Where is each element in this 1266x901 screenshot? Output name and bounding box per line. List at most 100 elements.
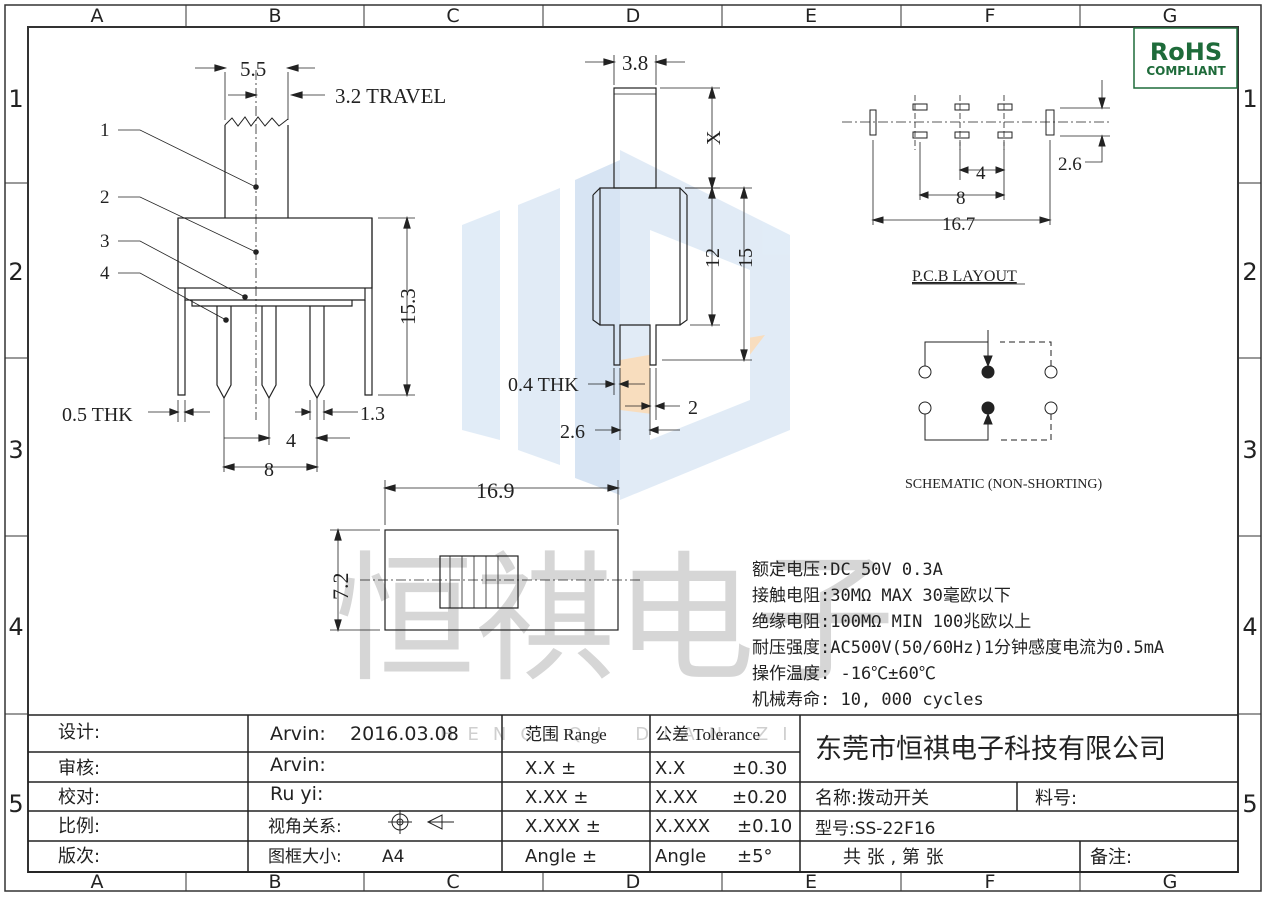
rohs-badge: RoHS COMPLIANT (1133, 27, 1238, 89)
column-label-A-top: A (91, 5, 104, 27)
side-view (118, 64, 415, 472)
svg-text:Arvin:: Arvin: (270, 723, 326, 745)
spec-line: 接触电阻:30MΩ MAX 30毫欧以下 (752, 586, 1011, 606)
spec-line: 机械寿命: 10, 000 cycles (752, 690, 984, 710)
svg-text:3: 3 (100, 231, 110, 252)
svg-text:范围 Range: 范围 Range (525, 725, 607, 744)
svg-text:共 张 , 第 张: 共 张 , 第 张 (843, 847, 944, 868)
svg-text:X.XXX ±: X.XXX ± (525, 816, 601, 837)
svg-text:料号:: 料号: (1035, 788, 1077, 809)
svg-text:HENG QI DIAN ZI: HENG QI DIAN ZI (440, 724, 802, 745)
projection-symbol (388, 810, 454, 834)
column-label-D-bottom: D (626, 871, 641, 893)
column-label-E-bottom: E (805, 871, 817, 893)
svg-text:1: 1 (100, 120, 110, 141)
schematic-title: SCHEMATIC (NON-SHORTING) (905, 477, 1102, 492)
svg-text:X.XX ±: X.XX ± (525, 787, 589, 808)
column-label-G-top: G (1163, 5, 1178, 27)
svg-text:东莞市恒祺电子科技有限公司: 东莞市恒祺电子科技有限公司 (815, 734, 1166, 765)
row-label-1-left: 1 (8, 85, 23, 113)
column-label-B-bottom: B (268, 871, 281, 893)
column-label-E-top: E (805, 5, 817, 27)
row-label-3-right: 3 (1242, 436, 1257, 464)
svg-text:2: 2 (100, 187, 110, 208)
spec-line: 操作温度: -16℃±60℃ (752, 664, 936, 684)
svg-text:±0.30: ±0.30 (732, 758, 787, 779)
svg-text:名称:拨动开关: 名称:拨动开关 (815, 788, 929, 809)
svg-text:备注:: 备注: (1090, 847, 1132, 868)
row-label-4-right: 4 (1242, 613, 1257, 641)
column-label-C-bottom: C (446, 871, 459, 893)
svg-text:A4: A4 (382, 847, 404, 867)
svg-text:2.6: 2.6 (1058, 154, 1082, 175)
svg-text:公差 Tolerance: 公差 Tolerance (655, 725, 760, 744)
svg-text:16.9: 16.9 (476, 478, 515, 503)
svg-text:X.X: X.X (655, 758, 685, 779)
svg-text:版次:: 版次: (58, 846, 100, 867)
column-label-C-top: C (446, 5, 459, 27)
spec-line: 耐压强度:AC500V(50/60Hz)1分钟感度电流为0.5mA (752, 638, 1164, 658)
svg-text:4: 4 (100, 263, 110, 284)
row-label-1-right: 1 (1242, 85, 1257, 113)
column-label-A-bottom: A (91, 871, 104, 893)
column-label-F-top: F (985, 5, 996, 27)
schematic (918, 330, 1058, 441)
svg-text:12: 12 (702, 248, 724, 268)
svg-text:Arvin:: Arvin: (270, 754, 326, 776)
svg-text:型号:SS-22F16: 型号:SS-22F16 (815, 819, 936, 839)
row-label-5-left: 5 (8, 790, 23, 818)
svg-text:8: 8 (956, 188, 966, 209)
svg-text:4: 4 (976, 163, 986, 184)
row-label-2-left: 2 (8, 258, 23, 286)
svg-text:1.3: 1.3 (360, 403, 385, 425)
svg-text:X.X ±: X.X ± (525, 758, 576, 779)
svg-text:3.8: 3.8 (622, 51, 648, 75)
svg-text:2: 2 (688, 397, 698, 419)
svg-text:COMPLIANT: COMPLIANT (1146, 64, 1226, 78)
svg-text:16.7: 16.7 (942, 214, 975, 235)
svg-text:RoHS: RoHS (1150, 38, 1222, 66)
column-label-F-bottom: F (985, 871, 996, 893)
pcb-labels: 4 8 16.7 2.6 P.C.B LAYOUT (912, 154, 1082, 285)
svg-text:设计:: 设计: (58, 722, 100, 743)
column-label-B-top: B (268, 5, 281, 27)
svg-text:比例:: 比例: (58, 816, 100, 837)
column-label-G-bottom: G (1163, 871, 1178, 893)
svg-text:±5°: ±5° (737, 846, 773, 867)
front-view (585, 55, 752, 440)
watermark-text: 恒祺电子 HENG QI DIAN ZI (335, 539, 895, 745)
svg-text:审核:: 审核: (58, 758, 100, 779)
spec-line: 额定电压:DC 50V 0.3A (752, 560, 943, 580)
row-label-2-right: 2 (1242, 258, 1257, 286)
svg-text:Ru yi:: Ru yi: (270, 783, 323, 805)
svg-text:8: 8 (264, 459, 274, 481)
svg-text:±0.20: ±0.20 (732, 787, 787, 808)
svg-text:X.XXX: X.XXX (655, 816, 710, 837)
row-label-3-left: 3 (8, 436, 23, 464)
svg-text:2.6: 2.6 (560, 421, 585, 443)
row-label-4-left: 4 (8, 613, 23, 641)
svg-text:X.XX: X.XX (655, 787, 698, 808)
svg-text:图框大小:: 图框大小: (268, 847, 342, 867)
side-view-labels: 1 2 3 4 5.5 3.2 TRAVEL 15.3 0.5 THK 1.3 … (62, 57, 446, 481)
svg-text:X: X (703, 130, 725, 145)
svg-text:0.4 THK: 0.4 THK (508, 374, 579, 396)
pcb-layout (842, 80, 1112, 225)
svg-text:2016.03.08: 2016.03.08 (350, 723, 459, 745)
svg-text:0.5 THK: 0.5 THK (62, 404, 133, 426)
title-block-text: 设计: 审核: 校对: 比例: 版次: Arvin: 2016.03.08 Ar… (58, 722, 1166, 868)
svg-text:恒祺电子: 恒祺电子 (335, 539, 895, 702)
top-view-labels: 16.9 7.2 (328, 478, 515, 600)
svg-text:15.3: 15.3 (396, 288, 420, 325)
title-block (28, 714, 1238, 873)
column-label-D-top: D (626, 5, 641, 27)
svg-text:视角关系:: 视角关系: (268, 817, 342, 837)
spec-line: 绝缘电阻:100MΩ MIN 100兆欧以上 (752, 612, 1031, 632)
svg-text:Angle: Angle (655, 846, 706, 867)
svg-text:4: 4 (286, 430, 296, 452)
svg-text:校对:: 校对: (58, 787, 100, 808)
svg-text:Angle ±: Angle ± (525, 846, 597, 867)
svg-text:3.2 TRAVEL: 3.2 TRAVEL (335, 84, 446, 108)
svg-text:7.2: 7.2 (328, 573, 353, 601)
